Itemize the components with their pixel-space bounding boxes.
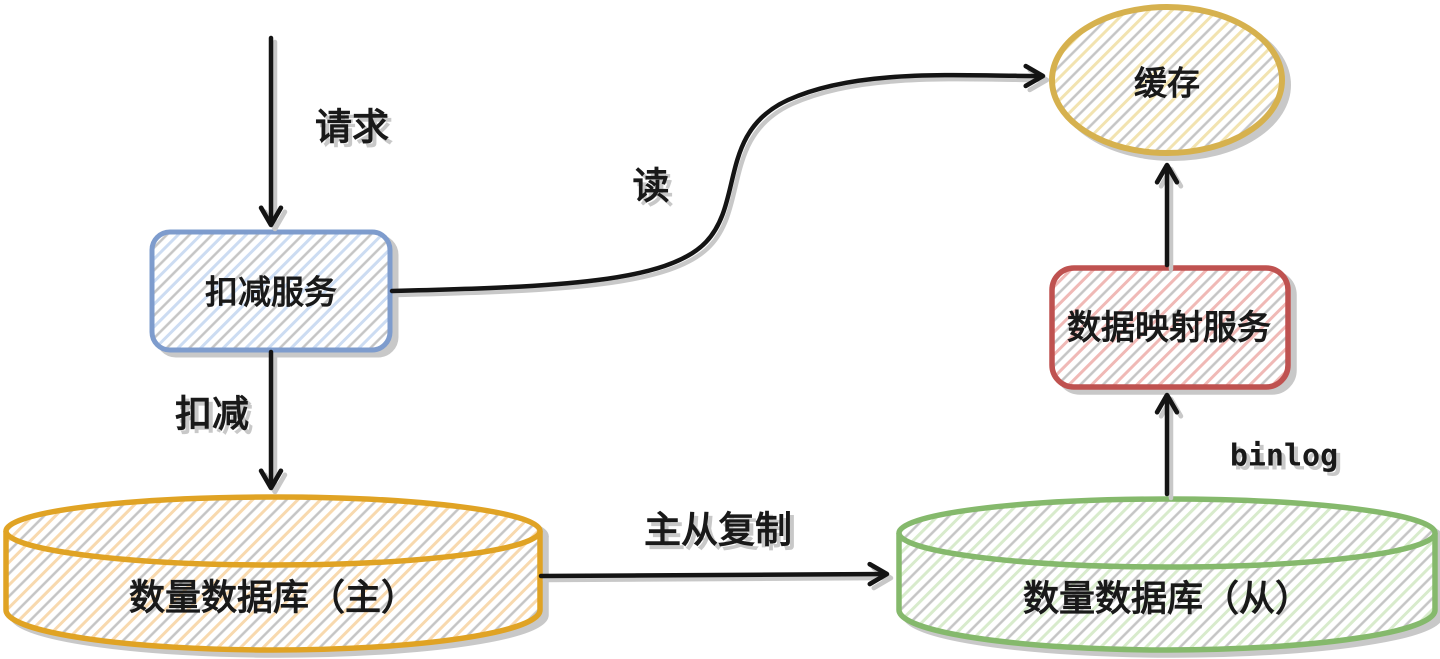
edge-binlog-label: binlog xyxy=(1230,439,1338,474)
edge-binlog: binlog xyxy=(1154,392,1338,497)
node-deduct-service: 扣减服务 xyxy=(149,229,393,353)
node-cache: 缓存 xyxy=(1049,4,1285,156)
edge-read: 读 xyxy=(389,63,1046,294)
node-slave-db: 数量数据库（从） xyxy=(896,496,1438,653)
edge-read-arrow xyxy=(389,63,1046,294)
master-db-cylinder-top xyxy=(3,494,543,568)
edge-request: 请求 xyxy=(258,35,389,228)
master-db-label: 数量数据库（主） xyxy=(129,578,417,619)
edge-replication: 主从复制 xyxy=(538,509,890,587)
edge-replication-label: 主从复制 xyxy=(644,509,792,552)
node-master-db: 数量数据库（主） xyxy=(3,494,543,653)
slave-db-label: 数量数据库（从） xyxy=(1023,579,1311,620)
mapping-service-label: 数据映射服务 xyxy=(1067,308,1271,348)
cache-ellipse xyxy=(1049,4,1285,156)
node-mapping-service: 数据映射服务 xyxy=(1049,265,1291,390)
edge-read-label: 读 xyxy=(633,165,670,208)
edge-replication-arrow xyxy=(538,561,890,587)
edge-request-label: 请求 xyxy=(315,106,389,149)
edge-deduct: 扣减 xyxy=(175,349,284,491)
slave-db-cylinder-top xyxy=(896,496,1438,570)
cache-label: 缓存 xyxy=(1134,64,1200,103)
edge-deduct-label: 扣减 xyxy=(175,393,249,436)
deduct-service-label: 扣减服务 xyxy=(205,273,337,312)
mapping-service-box xyxy=(1049,265,1291,390)
